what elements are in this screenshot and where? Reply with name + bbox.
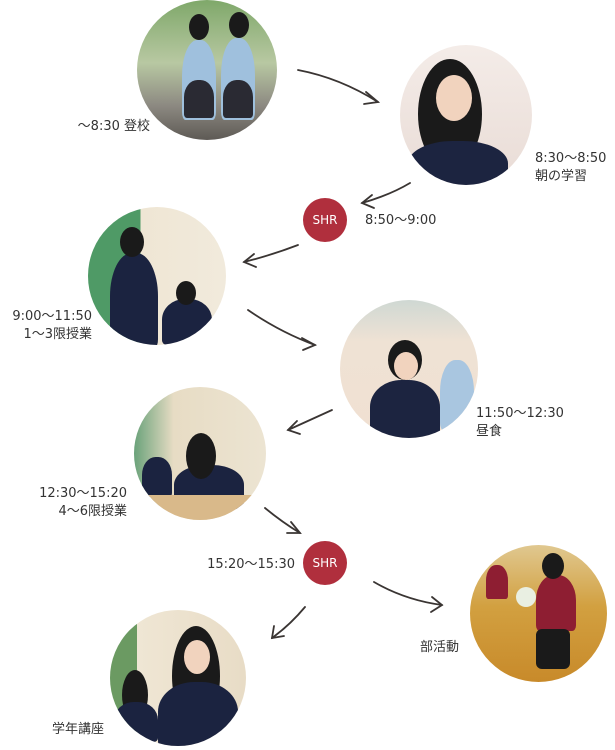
activity-morning-study: 朝の学習	[535, 169, 588, 184]
photo-class-4-6	[134, 387, 266, 520]
time-class-4-6: 12:30～15:20	[39, 486, 127, 501]
shr-badge-morning: SHR	[303, 198, 347, 242]
label-shr-afternoon-time: 15:20～15:30	[207, 557, 295, 572]
arrow-lunch-to-class2	[286, 409, 333, 435]
arrow-study-to-shr1	[360, 182, 411, 209]
photo-commute	[137, 0, 277, 140]
arrow-class2-to-shr2	[264, 507, 302, 534]
arrow-shr2-to-lecture	[270, 606, 306, 640]
photo-class-1-3	[88, 207, 226, 345]
photo-morning-study	[400, 45, 532, 185]
label-class-4-6: 12:30～15:20 4～6限授業	[39, 485, 127, 521]
label-grade-lecture: 学年講座	[52, 722, 105, 737]
label-morning-study: 8:30～8:50 朝の学習	[535, 150, 606, 186]
activity-lunch: 昼食	[476, 424, 503, 439]
label-class-1-3: 9:00～11:50 1～3限授業	[12, 308, 92, 344]
photo-grade-lecture	[110, 610, 246, 746]
time-class-1-3: 9:00～11:50	[12, 309, 92, 324]
shr-badge-afternoon: SHR	[303, 541, 347, 585]
label-club-activity: 部活動	[420, 640, 460, 655]
arrow-commute-to-study	[297, 69, 381, 105]
label-lunch: 11:50～12:30 昼食	[476, 405, 564, 441]
photo-club-activity	[470, 545, 607, 682]
activity-class-4-6: 4～6限授業	[58, 504, 127, 519]
arrow-class1-to-lunch	[247, 309, 318, 351]
time-morning-study: 8:30～8:50	[535, 151, 607, 166]
activity-class-1-3: 1～3限授業	[23, 327, 92, 342]
time-lunch: 11:50～12:30	[476, 406, 564, 421]
arrow-shr1-to-class1	[242, 244, 299, 268]
label-shr-morning-time: 8:50～9:00	[365, 213, 437, 228]
label-commute: ～8:30 登校	[77, 119, 150, 134]
arrow-shr2-to-club	[373, 581, 444, 613]
photo-lunch	[340, 300, 478, 438]
